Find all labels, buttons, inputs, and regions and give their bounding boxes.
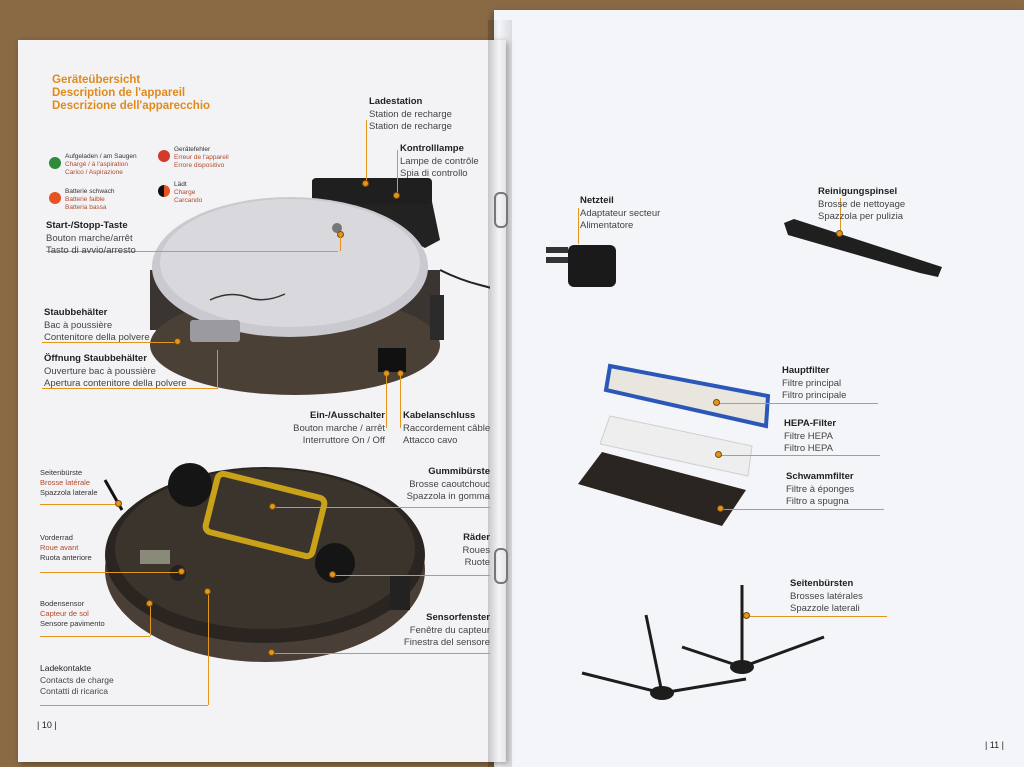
callout-dot xyxy=(836,230,843,237)
leader-line xyxy=(272,653,490,654)
callout-floor-sensor: Bodensensor Capteur de sol Sensore pavim… xyxy=(40,599,105,628)
leader-line xyxy=(747,616,887,617)
leader-line xyxy=(46,251,338,252)
heading-fr: Description de l'appareil xyxy=(52,87,186,99)
robot-top-illustration xyxy=(150,178,490,395)
callout-control-lamp: Kontrolllampe Lampe de contrôle Spia di … xyxy=(400,143,479,179)
leader-line xyxy=(386,376,387,428)
callout-dot xyxy=(717,505,724,512)
callout-dot xyxy=(362,180,369,187)
callout-charging-contacts: Ladekontakte Contacts de charge Contatti… xyxy=(40,663,114,696)
callout-dot xyxy=(713,399,720,406)
callout-dot xyxy=(715,451,722,458)
callout-dot xyxy=(204,588,211,595)
leader-line xyxy=(208,592,209,705)
leader-line xyxy=(40,705,208,706)
led-legend-charging: Lädt Charge Carcando xyxy=(174,181,203,204)
leader-line xyxy=(150,604,151,636)
callout-front-wheel: Vorderrad Roue avant Ruota anteriore xyxy=(40,533,92,562)
leader-line xyxy=(217,350,218,388)
sponge-filter-illustration xyxy=(578,452,746,526)
callout-hepa-filter: HEPA-Filter Filtre HEPA Filtro HEPA xyxy=(784,418,837,454)
device-overview-heading: Geräteübersicht Description de l'apparei… xyxy=(52,74,210,113)
callout-dust-bin: Staubbehälter Bac à poussière Contenitor… xyxy=(44,307,150,343)
leader-line xyxy=(578,208,579,244)
callout-sponge-filter: Schwammfilter Filtre à éponges Filtro a … xyxy=(786,471,855,507)
page-number-left: | 10 | xyxy=(37,720,57,730)
callout-side-brushes: Seitenbürsten Brosses latérales Spazzole… xyxy=(790,578,863,614)
callout-dust-bin-opening: Öffnung Staubbehälter Ouverture bac à po… xyxy=(44,353,187,389)
leader-line xyxy=(40,636,150,637)
led-green-icon xyxy=(49,157,61,169)
callout-dot xyxy=(268,649,275,656)
callout-dot xyxy=(115,500,122,507)
leader-line xyxy=(718,403,878,404)
binding-ring xyxy=(494,548,508,584)
callout-start-stop: Start-/Stopp-Taste Bouton marche/arrêt T… xyxy=(46,220,136,256)
heading-it: Descrizione dell'apparecchio xyxy=(52,100,211,112)
callout-cleaning-brush: Reinigungspinsel Brosse de nettoyage Spa… xyxy=(818,186,906,222)
book-gutter xyxy=(488,20,512,767)
callout-sensor-window: Sensorfenster Fenêtre du capteur Finestr… xyxy=(403,612,490,648)
filter-set-illustration xyxy=(600,363,771,477)
callout-wheels: Räder Roues Ruote xyxy=(462,532,490,568)
led-orange-icon xyxy=(49,192,61,204)
leader-line xyxy=(366,120,367,182)
led-legend-error: Gerätefehler Erreur de l'appareil Errore… xyxy=(174,146,229,169)
leader-line xyxy=(720,455,880,456)
led-legend-charged: Aufgeladen / am Saugen Chargé / à l'aspi… xyxy=(65,153,137,176)
leader-line xyxy=(340,235,341,251)
heading-de: Geräteübersicht xyxy=(52,74,141,86)
binding-ring xyxy=(494,192,508,228)
leader-line xyxy=(722,509,884,510)
leader-line xyxy=(273,507,490,508)
right-page xyxy=(494,10,1024,767)
callout-dot xyxy=(174,338,181,345)
leader-line xyxy=(42,342,178,343)
led-half-icon xyxy=(158,185,170,197)
callout-dot xyxy=(269,503,276,510)
leader-line xyxy=(840,198,841,234)
callout-dot xyxy=(329,571,336,578)
callout-cable-connection: Kabelanschluss Raccordement câble Attacc… xyxy=(403,410,491,446)
cleaning-brush-illustration xyxy=(784,219,942,277)
leader-line xyxy=(400,376,401,428)
robot-bottom-illustration xyxy=(103,463,425,662)
page-number-right: | 11 | xyxy=(985,740,1005,750)
leader-line xyxy=(397,150,398,195)
callout-dot xyxy=(393,192,400,199)
callout-dot xyxy=(146,600,153,607)
callout-charging-station: Ladestation Station de recharge Station … xyxy=(369,96,452,132)
leader-line xyxy=(333,575,490,576)
side-brushes-illustration xyxy=(581,585,825,700)
leader-line xyxy=(40,504,120,505)
callout-dot xyxy=(178,568,185,575)
led-legend-battery-low: Batterie schwach Batterie faible Batteri… xyxy=(65,188,115,211)
callout-main-filter: Hauptfilter Filtre principal Filtro prin… xyxy=(782,365,847,401)
leader-line xyxy=(40,572,180,573)
callout-dot xyxy=(743,612,750,619)
led-red-icon xyxy=(158,150,170,162)
callout-power-switch: Ein-/Ausschalter Bouton marche / arrêt I… xyxy=(293,410,385,446)
callout-power-adapter: Netzteil Adaptateur secteur Alimentatore xyxy=(580,195,661,231)
callout-rubber-brush: Gummibürste Brosse caoutchouc Spazzola i… xyxy=(406,466,490,502)
leader-line xyxy=(42,388,218,389)
callout-side-brush: Seitenbürste Brosse latérale Spazzola la… xyxy=(40,468,98,497)
power-adapter-illustration xyxy=(546,245,616,287)
